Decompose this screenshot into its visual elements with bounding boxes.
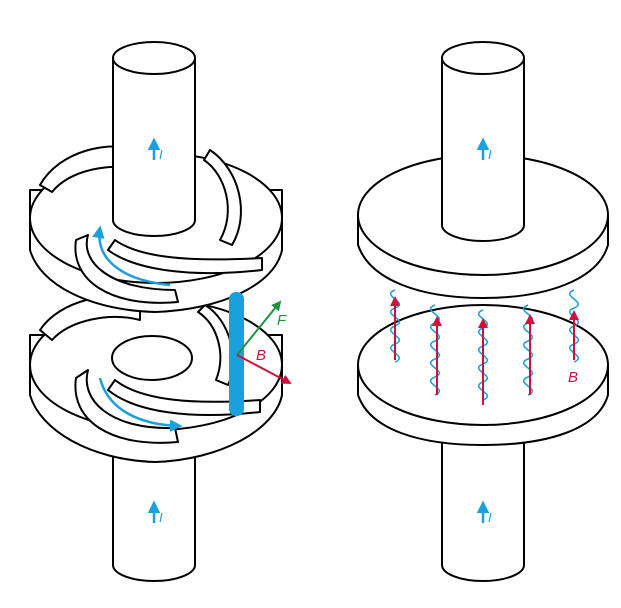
left-bottom-current-arrow: I	[147, 500, 163, 525]
left-top-current-label: I	[159, 147, 163, 162]
right-field-lines: B	[390, 289, 579, 405]
left-lower-impeller	[29, 295, 283, 463]
right-bottom-current-arrow: I	[476, 500, 492, 525]
left-field-vector	[236, 354, 292, 384]
left-current-bar	[229, 292, 244, 416]
right-field-label: B	[568, 369, 578, 386]
left-bottom-current-label: I	[159, 510, 163, 525]
left-top-shaft	[112, 41, 196, 237]
left-force-vector	[236, 300, 282, 356]
right-top-current-arrow: I	[476, 137, 492, 162]
right-top-current-label: I	[488, 147, 492, 162]
right-bottom-current-label: I	[488, 510, 492, 525]
left-top-current-arrow: I	[147, 137, 163, 162]
left-assembly: F B I I	[29, 41, 292, 582]
left-field-label: B	[256, 347, 266, 364]
left-force-label: F	[277, 312, 287, 329]
right-assembly: B I I	[357, 41, 609, 582]
